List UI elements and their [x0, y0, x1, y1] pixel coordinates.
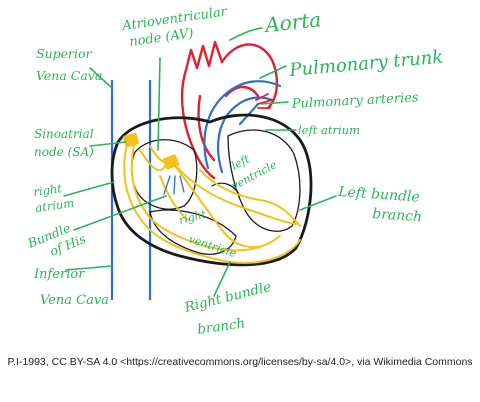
vena-cava-vessels — [110, 80, 152, 300]
label-pointer-lines — [63, 27, 337, 297]
right-atrium-label-line2: atrium — [34, 196, 75, 215]
attribution-caption: P.I-1993, CC BY-SA 4.0 <https://creative… — [7, 356, 473, 368]
ivc-label-line1: Inferior — [33, 267, 85, 282]
right-bundle-branch-label-line2: branch — [196, 315, 246, 338]
av-node — [162, 154, 180, 170]
his-bundle-fibers — [163, 175, 185, 195]
pulmonary-arteries-red — [255, 93, 273, 109]
left-bundle-branch-label-line2: branch — [372, 206, 423, 225]
labels: Atrioventricular node (AV) Aorta Superio… — [25, 4, 444, 338]
right-bundle-branch-label-line1: Right bundle — [182, 279, 273, 316]
svc-label-line2: Vena Cava — [36, 68, 102, 83]
pulmonary-arteries-label: Pulmonary arteries — [290, 90, 419, 112]
left-atrium-label: left atrium — [298, 123, 360, 137]
aorta-vessel — [180, 40, 279, 180]
pulmonary-trunk-label: Pulmonary trunk — [288, 47, 444, 81]
sa-node-label-line1: Sinoatrial — [34, 127, 94, 141]
right-ventricle-label-line2: ventricle — [187, 232, 238, 260]
left-ventricle-label-line1: left — [229, 152, 252, 172]
svc-label-line1: Superior — [36, 46, 93, 61]
right-atrium-label-line1: right — [32, 181, 63, 199]
sa-node-label-line2: node (SA) — [34, 145, 94, 159]
heart-conduction-diagram: Atrioventricular node (AV) Aorta Superio… — [25, 4, 444, 338]
left-bundle-branch-label-line1: Left bundle — [337, 184, 420, 206]
ivc-label-line2: Vena Cava — [40, 293, 109, 308]
aorta-label: Aorta — [262, 7, 322, 37]
sa-node — [123, 132, 139, 148]
